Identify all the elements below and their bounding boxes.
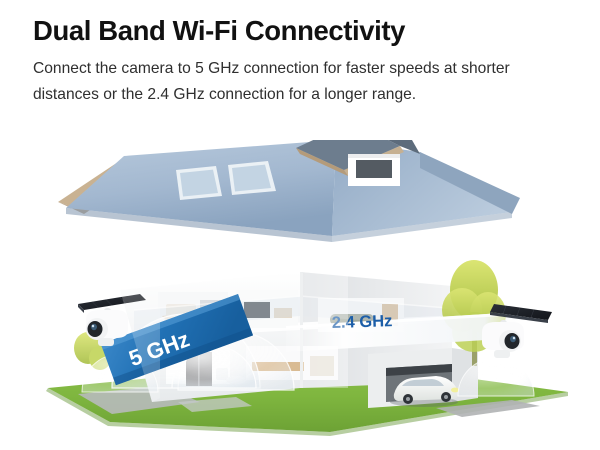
skylights — [176, 161, 276, 200]
text-block: Dual Band Wi-Fi Connectivity Connect the… — [33, 14, 533, 107]
band-24ghz-label: 2.4 GHz — [332, 312, 393, 332]
band-5ghz-ribbon: 5 GHz — [100, 294, 254, 386]
dormer — [296, 140, 420, 186]
house-illustration: 2.4 GHz 5 GHz — [0, 140, 600, 440]
dormer-window — [356, 160, 392, 178]
security-camera-left — [78, 294, 146, 346]
driveway-right — [436, 400, 540, 417]
band-24ghz-ribbon: 2.4 GHz — [286, 312, 520, 352]
solar-panel-right — [490, 304, 552, 320]
highlight-overlays — [120, 272, 348, 402]
dome-camera-right — [457, 357, 535, 397]
roof — [58, 140, 520, 242]
car — [390, 376, 459, 407]
security-camera-right — [482, 304, 552, 358]
solar-panel-left — [78, 294, 146, 310]
page-description: Connect the camera to 5 GHz connection f… — [33, 60, 510, 103]
page-title: Dual Band Wi-Fi Connectivity — [33, 15, 406, 46]
